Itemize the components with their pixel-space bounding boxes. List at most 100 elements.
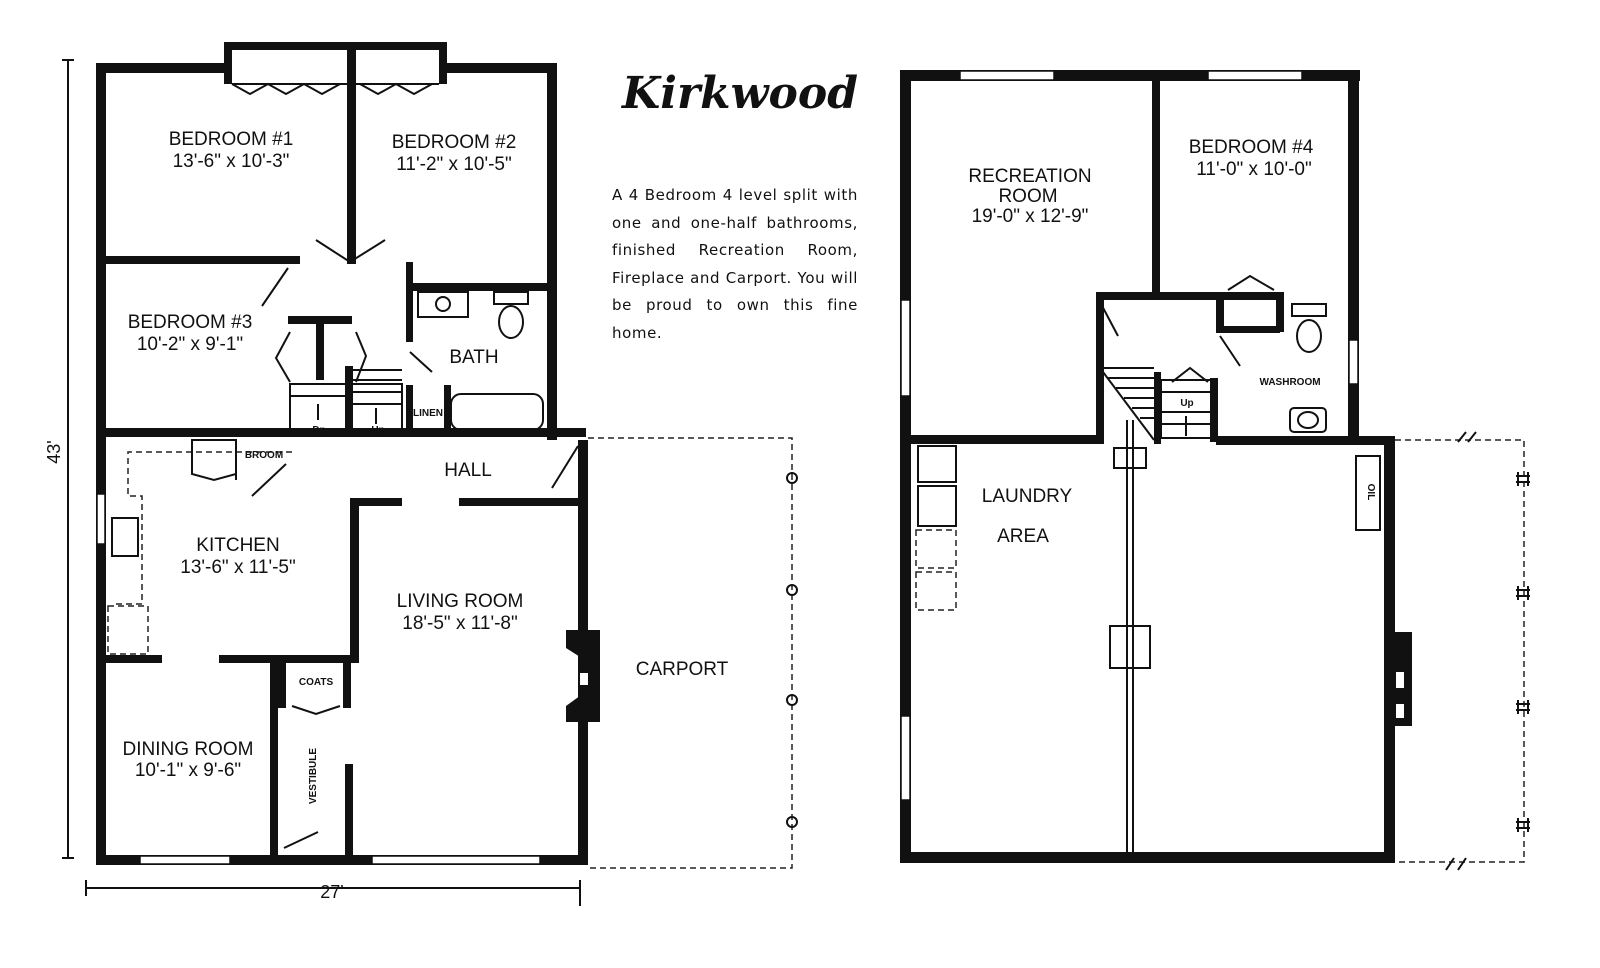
- wall-rec-south: [911, 435, 1104, 444]
- lower-stair-up-label: Up: [1180, 398, 1193, 409]
- washroom-toilet: [1296, 319, 1322, 353]
- bay-left: [224, 42, 232, 84]
- left-wall-west: [96, 63, 106, 865]
- laundry-label-1: LAUNDRY: [982, 486, 1073, 507]
- wall-living-north-w: [350, 498, 402, 506]
- washer: [915, 529, 957, 569]
- oil-label: OIL: [1365, 484, 1376, 501]
- wall-bath-north: [406, 283, 547, 291]
- plan-title: Kirkwood: [620, 68, 858, 119]
- window-living: [371, 855, 541, 865]
- right-wall-step: [1216, 436, 1395, 445]
- carport-label: CARPORT: [636, 659, 729, 680]
- description: A 4 Bedroom 4 level split with one and o…: [612, 186, 858, 342]
- living-size: 18'-5" x 11'-8": [402, 613, 517, 634]
- dining-size: 10'-1" x 9'-6": [135, 760, 241, 781]
- wall-bed1-south: [96, 256, 300, 264]
- wall-linen-west: [406, 385, 413, 435]
- bedroom2-size: 11'-2" x 10'-5": [396, 154, 511, 175]
- carport-lower-outline: [1395, 439, 1525, 863]
- left-wall-east-upper: [547, 63, 557, 440]
- wall-stair-mid: [316, 316, 324, 380]
- coats-door: [291, 705, 341, 716]
- wall-bath-west: [406, 262, 413, 342]
- door-bed3: [261, 267, 289, 307]
- bedroom1-name: BEDROOM #1: [169, 129, 294, 150]
- bedroom1-size: 13'-6" x 10'-3": [173, 151, 290, 172]
- window-rec: [959, 70, 1055, 81]
- bedroom2-name: BEDROOM #2: [392, 132, 517, 153]
- post-2: [1109, 625, 1151, 669]
- dimension-depth: 43': [44, 440, 64, 463]
- living-name: LIVING ROOM: [397, 591, 524, 612]
- wall-dining-east: [270, 660, 278, 860]
- window-laundry: [900, 715, 911, 801]
- carport-outline: [588, 437, 793, 869]
- stairs-lower: [1099, 367, 1212, 441]
- wall-bed4-south: [1096, 292, 1276, 300]
- stair-dn-label: Dn: [312, 425, 325, 436]
- window-rec-west: [900, 299, 911, 397]
- door-rec: [1099, 301, 1119, 337]
- wall-stair-right: [345, 366, 353, 436]
- wall-upper-south: [96, 428, 586, 437]
- wall-tub-west: [444, 385, 451, 435]
- left-wall-south: [96, 855, 588, 865]
- laundry-tub-1: [917, 445, 957, 483]
- break-marks: [1445, 431, 1477, 871]
- recreation-size: 19'-0" x 12'-9": [972, 206, 1089, 227]
- stairs-main: [289, 369, 403, 435]
- coats-label: COATS: [299, 677, 334, 688]
- recreation-name-1: RECREATION: [968, 166, 1091, 187]
- post-1: [1113, 447, 1147, 469]
- dimension-line-width: [85, 880, 581, 906]
- door-closet: [1227, 274, 1275, 291]
- bay-right: [439, 42, 447, 84]
- right-wall-west: [900, 70, 911, 862]
- bay-window: [231, 82, 439, 96]
- window-bed4: [1207, 70, 1303, 81]
- hall-label: HALL: [444, 460, 492, 481]
- wall-kitchen-dining-w: [96, 655, 162, 663]
- pier-2: [1516, 586, 1530, 600]
- pier-4: [1516, 818, 1530, 832]
- wall-bed1-bed2: [347, 50, 356, 264]
- recreation-name-2: ROOM: [998, 186, 1057, 207]
- pier-3: [1516, 700, 1530, 714]
- wall-rec-bed4: [1152, 81, 1160, 295]
- bedroom4-name: BEDROOM #4: [1189, 137, 1314, 158]
- kitchen-range: [107, 605, 149, 655]
- broom-label: BROOM: [245, 450, 283, 461]
- wall-washroom-west: [1210, 378, 1218, 442]
- wall-closet-east: [1276, 292, 1284, 332]
- door-bedrooms: [315, 239, 386, 264]
- stair-up-label: Up: [371, 425, 384, 436]
- door-carport: [551, 445, 579, 489]
- pier-1: [1516, 472, 1530, 486]
- kitchen-name: KITCHEN: [196, 535, 279, 556]
- wall-coats-west: [278, 660, 286, 708]
- wall-kitchen-dining-e: [219, 655, 354, 663]
- oil-tank: [1355, 455, 1381, 531]
- bath-tub: [450, 393, 544, 431]
- door-front: [283, 831, 319, 849]
- kitchen-fridge: [191, 439, 237, 482]
- right-wall-north: [900, 70, 1360, 81]
- wall-closet-south: [1216, 326, 1280, 333]
- bath-toilet: [498, 305, 524, 339]
- bedroom4-size: 11'-0" x 10'-0": [1196, 159, 1311, 180]
- laundry-tub-2: [917, 485, 957, 527]
- kitchen-counter: [112, 451, 292, 605]
- right-plan: RECREATION ROOM 19'-0" x 12'-9" BEDROOM …: [900, 70, 1530, 871]
- wall-kitchen-living: [350, 498, 359, 663]
- washroom-toilet-tank: [1291, 303, 1327, 317]
- window-dining: [139, 855, 231, 865]
- bedroom3-name: BEDROOM #3: [128, 312, 253, 333]
- wall-closet-west: [1216, 292, 1224, 332]
- dimension-width: 27': [320, 882, 343, 902]
- fireplace: [566, 630, 600, 722]
- left-wall-north-1: [96, 63, 224, 73]
- linen-label: LINEN: [413, 408, 443, 419]
- fireplace-hearth: [580, 673, 588, 685]
